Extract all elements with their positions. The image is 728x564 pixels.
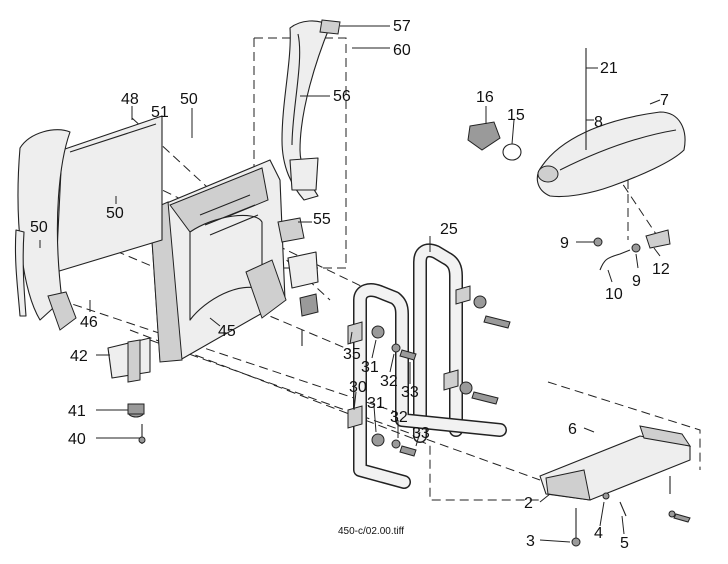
part-number: 31 [367,395,385,412]
part-number-labels: 57 60 21 7 16 15 8 48 51 50 56 50 50 55 … [30,18,670,552]
part-number: 46 [80,314,98,331]
base-bracket [539,425,692,547]
fuel-hose-valve [593,229,671,271]
part-number: 42 [70,348,88,365]
carrying-frame-tube [353,243,507,489]
part-number: 57 [393,18,411,35]
part-number: 41 [68,403,86,420]
strap-buckle [277,217,319,346]
part-number: 9 [632,273,641,290]
part-number: 10 [605,286,623,303]
part-number: 7 [660,92,669,109]
part-number: 25 [440,221,458,238]
part-number: 48 [121,91,139,108]
part-number: 51 [151,104,169,121]
part-number: 33 [412,425,430,442]
fuel-tank [467,48,686,198]
part-number: 60 [393,42,411,59]
part-number: 21 [600,60,618,77]
part-number: 6 [568,421,577,438]
part-number: 32 [390,409,408,426]
part-number: 4 [594,525,603,542]
part-number: 55 [313,211,331,228]
shoulder-strap [281,19,341,201]
back-plate [55,115,163,273]
part-number: 9 [560,235,569,252]
part-number: 31 [361,359,379,376]
part-number: 33 [401,384,419,401]
part-number: 8 [594,114,603,131]
part-number: 2 [524,495,533,512]
hip-belt-bracket [107,337,151,444]
part-number: 5 [620,535,629,552]
part-number: 56 [333,88,351,105]
part-number: 3 [526,533,535,550]
part-number: 16 [476,89,494,106]
part-number: 40 [68,431,86,448]
part-number: 50 [30,219,48,236]
part-number: 15 [507,107,525,124]
backpack-frame [149,159,287,363]
part-number: 30 [349,379,367,396]
part-number: 50 [106,205,124,222]
part-number: 12 [652,261,670,278]
leader-lines [39,25,661,543]
part-number: 45 [218,323,236,340]
tube-clamps [347,285,511,457]
part-number: 35 [343,346,361,363]
part-number: 50 [180,91,198,108]
part-number: 32 [380,373,398,390]
file-label: 450-c/02.00.tiff [338,526,404,537]
back-pad [14,129,77,331]
